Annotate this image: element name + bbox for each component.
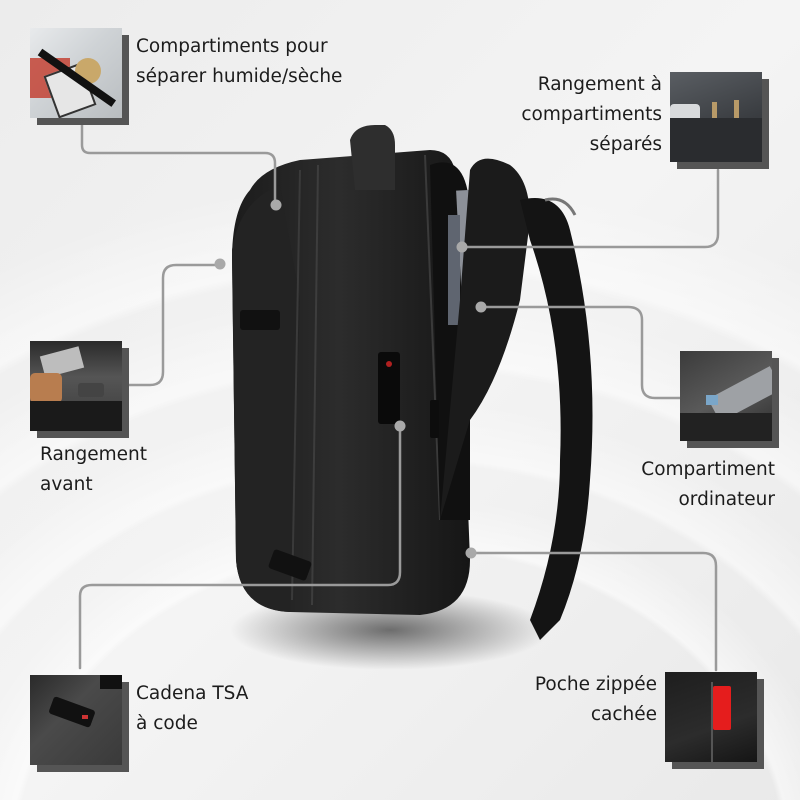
feature-label-separate-storage: Rangement à compartiments séparés (521, 74, 662, 155)
thumbnail-separate-storage (670, 72, 769, 169)
feature-label-hidden-pocket: Poche zippée cachée (534, 674, 657, 725)
connector-dot-separate-storage (456, 241, 468, 253)
feature-label-tsa-lock: Cadena TSA à code (136, 683, 249, 734)
thumbnail-wet-dry (30, 28, 129, 125)
thumbnail-hidden-pocket (665, 672, 764, 769)
thumbnail-laptop (680, 351, 779, 448)
feature-label-laptop: Compartiment ordinateur (641, 459, 775, 510)
thumbnail-tsa-lock (30, 675, 129, 772)
feature-label-front-storage: Rangement avant (40, 444, 148, 495)
connector-dot-front-storage (214, 258, 226, 270)
connector-dot-wet-dry (270, 199, 282, 211)
connector-dot-tsa-lock (394, 420, 406, 432)
connector-dot-hidden-pocket (465, 547, 477, 559)
thumbnail-front-storage (30, 341, 129, 438)
connector-dot-laptop (475, 301, 487, 313)
feature-label-wet-dry: Compartiments pour séparer humide/sèche (136, 36, 343, 87)
